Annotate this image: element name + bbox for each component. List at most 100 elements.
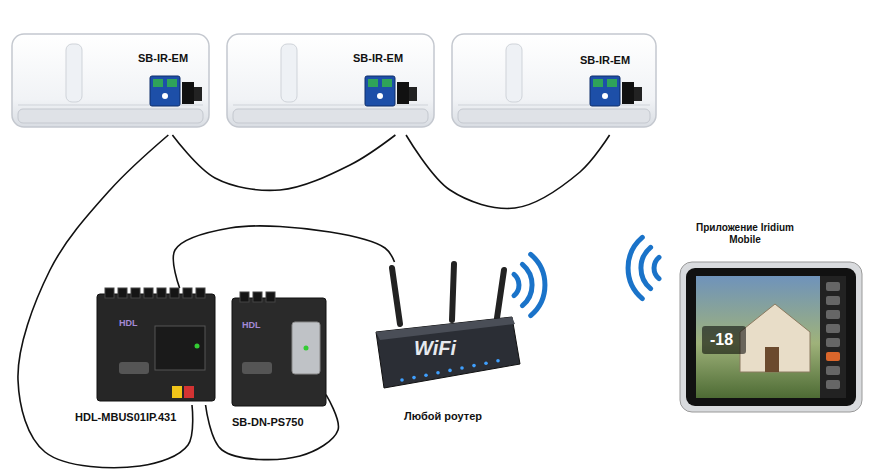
router-led: [496, 359, 500, 363]
house-door: [765, 347, 779, 372]
temp-badge: [702, 326, 746, 354]
node-title: Приложение Iridium Mobile: [685, 222, 805, 246]
ir-module: [590, 76, 620, 106]
node-label: SB-DN-PS750: [232, 416, 304, 429]
front-panel: [155, 326, 205, 370]
screw-terminal: [144, 288, 153, 298]
screw-terminal: [240, 292, 249, 302]
screw-terminal: [170, 288, 179, 298]
router-led: [472, 364, 476, 368]
antenna: [452, 264, 454, 320]
tablet-frame: [680, 262, 862, 412]
module-led: [162, 93, 168, 99]
ac-display: [66, 44, 82, 102]
screw-terminal: [157, 288, 166, 298]
screw-terminal: [196, 288, 205, 298]
app-icon: [826, 366, 840, 375]
ac-display: [281, 44, 297, 102]
tablet-illustration: [680, 262, 862, 412]
wifi-wave: [641, 247, 651, 288]
connector-block: [409, 87, 417, 101]
app-icon: [826, 338, 840, 347]
ac-body: [452, 34, 656, 127]
screw-terminal: [131, 288, 140, 298]
router-led: [460, 366, 464, 370]
port: [119, 362, 149, 374]
screw-terminal: [118, 288, 127, 298]
tablet-screen: [696, 276, 846, 398]
psu-switch: [292, 322, 320, 374]
gw-node: HDLHDL-MBUS01IP.431: [97, 288, 215, 405]
tablet-node: Приложение Iridium Mobile-18: [680, 262, 862, 412]
house-picture: [740, 304, 810, 372]
ac-panel-line: [458, 105, 650, 106]
module-led: [602, 93, 608, 99]
screw-terminal: [266, 292, 275, 302]
bus-cable: [172, 135, 395, 190]
ac-illustration: [450, 32, 660, 135]
bus-terminal: [172, 386, 182, 398]
wifi-wave: [531, 254, 545, 315]
bus-cable: [406, 135, 610, 208]
screw-terminal: [183, 288, 192, 298]
router-led: [412, 376, 416, 380]
router-led: [424, 373, 428, 377]
antenna: [392, 268, 400, 324]
psu-illustration: [232, 292, 326, 410]
status-led: [195, 344, 200, 349]
ac-illustration: [225, 32, 438, 135]
terminal: [607, 79, 617, 87]
screw-terminal: [105, 288, 114, 298]
ac-body: [12, 34, 209, 127]
node-label: Любой роутер: [404, 410, 482, 423]
ac-illustration: [10, 32, 213, 135]
terminal: [382, 79, 392, 87]
router-illustration: [372, 262, 522, 402]
node-title: SB-IR-EM: [138, 52, 188, 65]
ac-vent: [18, 109, 203, 123]
module-led: [377, 93, 383, 99]
terminal: [593, 79, 603, 87]
app-sidebar: [820, 276, 846, 398]
connector-block: [634, 87, 642, 101]
node-title: HDL: [242, 320, 261, 331]
wifi-wave: [522, 264, 532, 305]
wifi-wave: [654, 257, 659, 278]
app-icon: [826, 380, 840, 389]
router-led: [436, 371, 440, 375]
psu-housing: [232, 298, 326, 406]
router-led: [448, 369, 452, 373]
tablet-bezel: [686, 268, 856, 406]
node-title: SB-IR-EM: [353, 52, 403, 65]
ir-module: [365, 76, 395, 106]
ac-node: SB-IR-EM: [450, 32, 660, 135]
app-icon: [826, 310, 840, 319]
port: [242, 362, 272, 374]
bus-cable: [173, 226, 394, 288]
gateway-housing: [97, 294, 215, 401]
gw-illustration: [97, 288, 215, 405]
ac-body: [227, 34, 434, 127]
terminal: [153, 79, 163, 87]
ac-vent: [458, 109, 650, 123]
node-title: WiFi: [414, 336, 456, 360]
wifi-wave: [628, 237, 642, 298]
status-led: [304, 346, 309, 351]
ac-vent: [233, 109, 428, 123]
app-icon: [826, 282, 840, 291]
app-icon: [826, 296, 840, 305]
node-title: HDL: [119, 318, 138, 329]
terminal: [368, 79, 378, 87]
node-label: -18: [710, 330, 733, 349]
connector-block: [182, 82, 194, 104]
wifi-wave: [514, 274, 519, 295]
ir-module: [150, 76, 180, 106]
router-body: [376, 317, 520, 388]
connector-block: [397, 82, 409, 104]
psu-node: HDLSB-DN-PS750: [232, 292, 326, 410]
screw-terminal: [253, 292, 262, 302]
connector-block: [622, 82, 634, 104]
router-led: [484, 361, 488, 365]
ac-node: SB-IR-EM: [225, 32, 438, 135]
node-title: SB-IR-EM: [580, 54, 630, 67]
